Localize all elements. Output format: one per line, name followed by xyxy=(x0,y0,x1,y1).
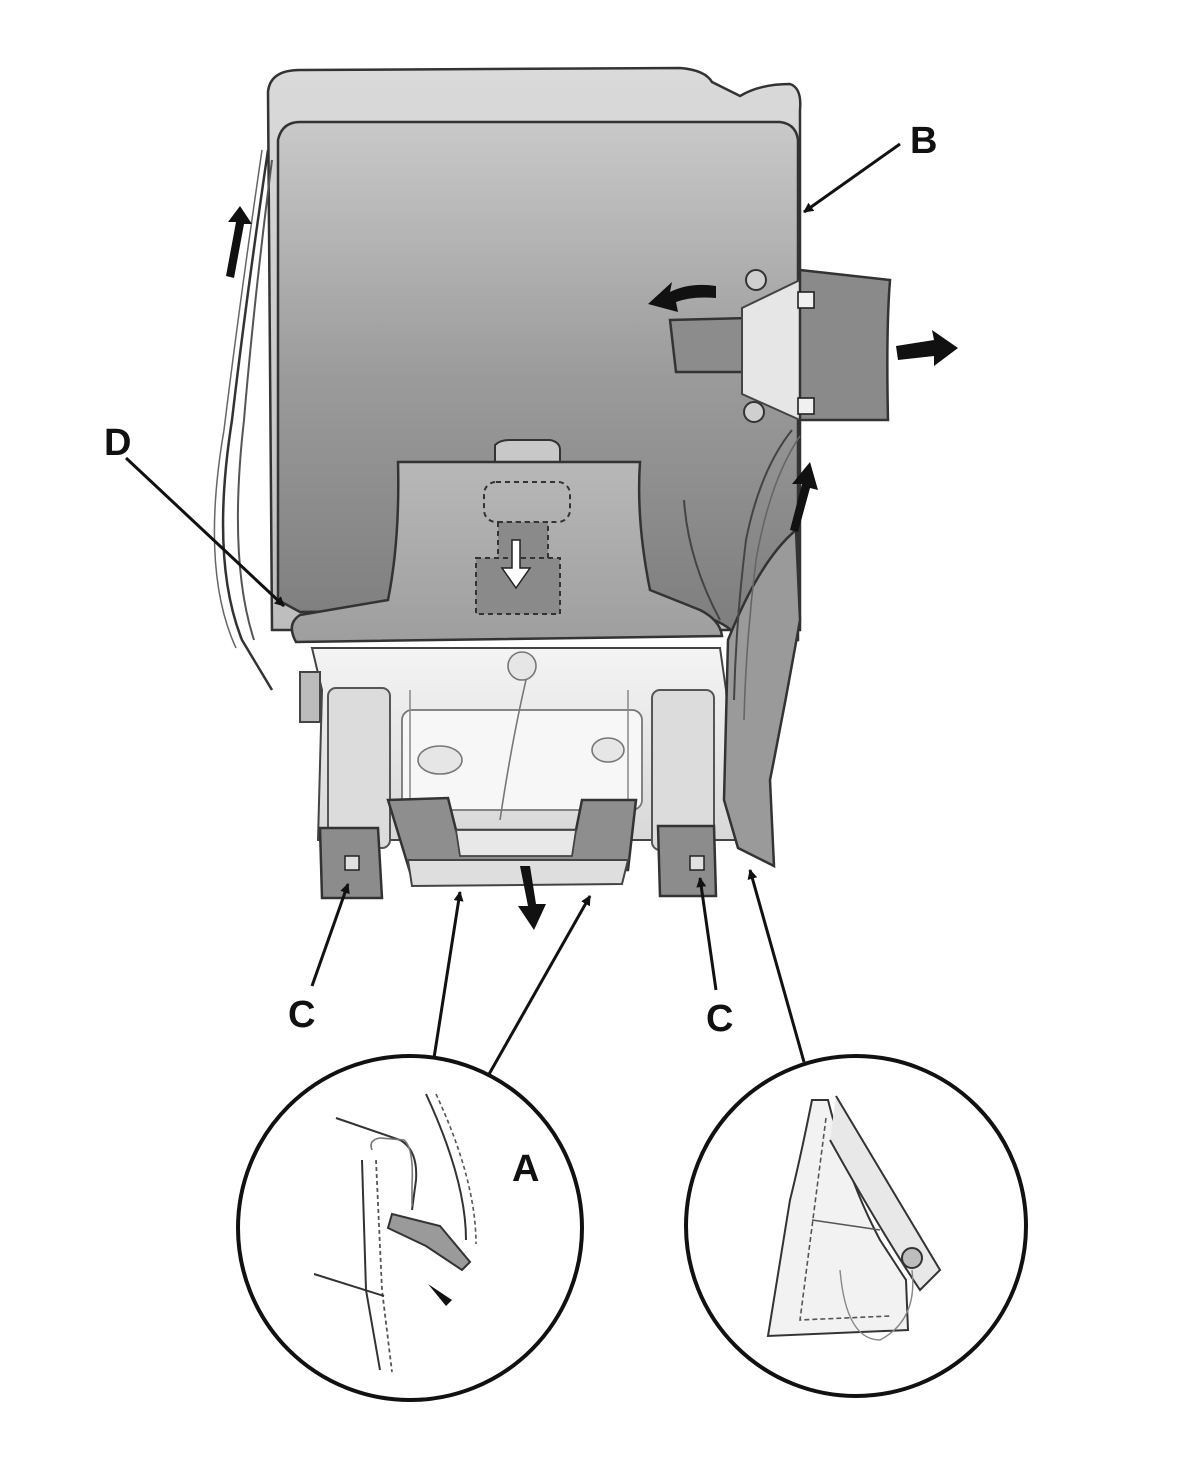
arrow-left-hinge xyxy=(648,282,716,312)
callout-c-right: C xyxy=(706,998,734,1040)
leader-c-right xyxy=(696,877,718,991)
callout-a: A xyxy=(512,1148,540,1190)
callout-c-left: C xyxy=(288,994,316,1036)
leader-detail-right xyxy=(747,869,806,1063)
leader-d xyxy=(124,456,286,608)
right-bracket xyxy=(656,824,718,898)
detail-circle-left xyxy=(236,1054,584,1402)
leader-detail-left-1 xyxy=(432,891,464,1059)
front-cushion-panel xyxy=(386,796,638,888)
leader-detail-left-2 xyxy=(486,895,592,1077)
right-side-panel xyxy=(683,429,802,869)
center-flap xyxy=(290,439,724,644)
detail-circle-right xyxy=(684,1054,1028,1398)
callout-d: D xyxy=(104,422,132,464)
leader-c-left xyxy=(310,883,350,987)
leader-b xyxy=(803,142,901,214)
motion-arrows xyxy=(226,206,958,930)
left-bracket xyxy=(318,826,384,900)
arrow-up-right xyxy=(790,462,818,532)
arrow-down-center xyxy=(518,866,546,930)
arrow-right-hinge xyxy=(896,330,958,366)
arrow-up-left xyxy=(226,206,252,278)
seat-frame xyxy=(299,647,738,851)
hinge-bracket xyxy=(668,268,892,423)
callout-b: B xyxy=(910,120,938,162)
